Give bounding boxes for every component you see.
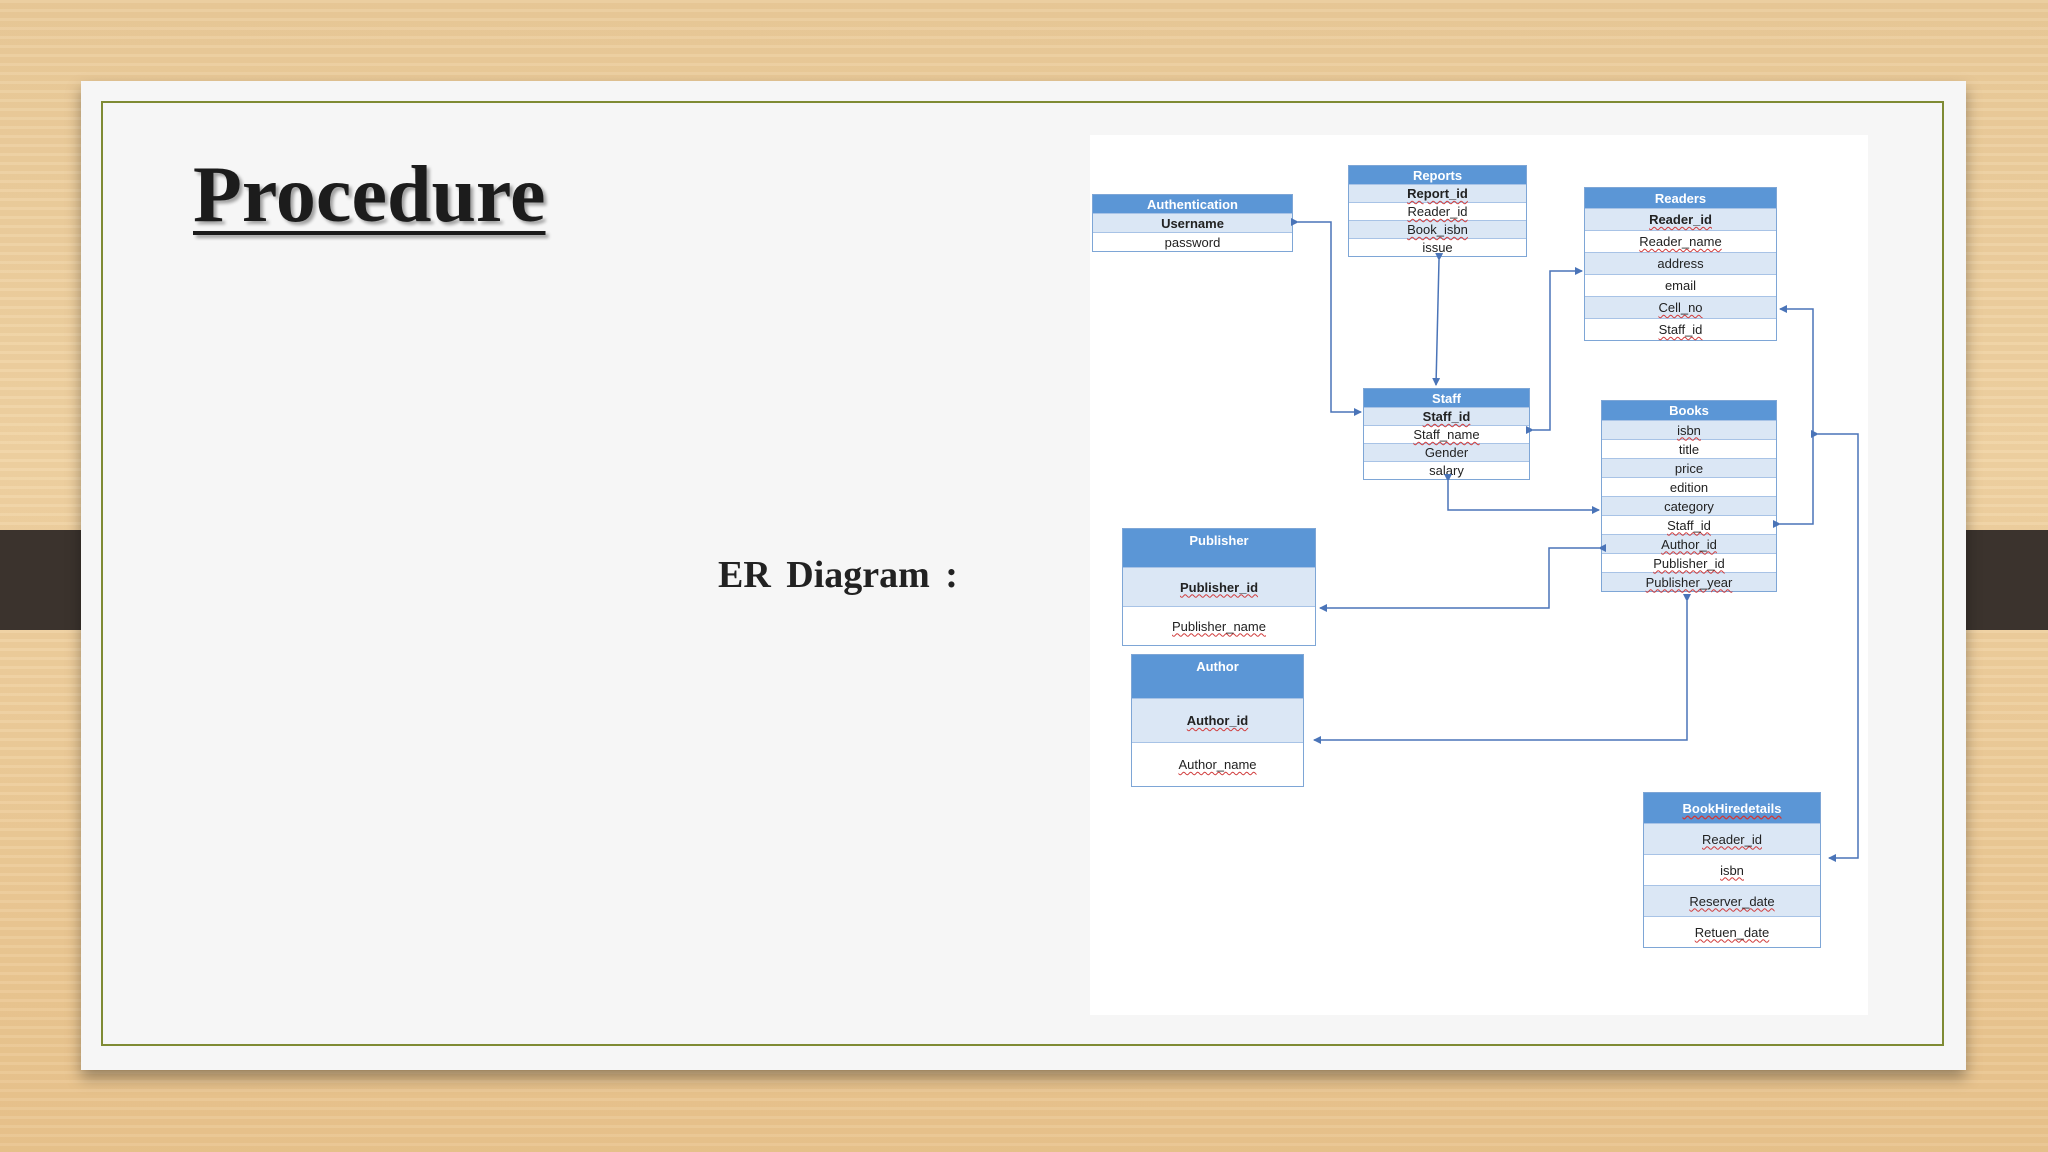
entity-attribute: Reserver_date xyxy=(1644,885,1820,916)
link-books-author xyxy=(1313,594,1691,744)
entity-attribute: Book_isbn xyxy=(1349,220,1526,238)
entity-publisher: Publisher Publisher_id Publisher_name xyxy=(1122,528,1316,646)
entity-attribute: issue xyxy=(1349,238,1526,256)
link-staff-readers xyxy=(1526,267,1583,434)
entity-staff: Staff Staff_id Staff_name Gender salary xyxy=(1363,388,1530,480)
slide-frame xyxy=(101,101,1944,1046)
entity-attribute: price xyxy=(1602,458,1776,477)
entity-attribute: address xyxy=(1585,252,1776,274)
entity-header: Publisher xyxy=(1123,529,1315,567)
entity-attribute: Retuen_date xyxy=(1644,916,1820,947)
entity-attribute: Publisher_name xyxy=(1123,606,1315,645)
entity-attribute: Author_name xyxy=(1132,742,1303,786)
link-books-staff xyxy=(1444,474,1600,514)
entity-attribute: Reader_id xyxy=(1585,208,1776,230)
entity-header: Reports xyxy=(1349,166,1526,184)
link-books-publisher xyxy=(1319,544,1606,612)
entity-authentication: Authentication Username password xyxy=(1092,194,1293,252)
entity-author: Author Author_id Author_name xyxy=(1131,654,1304,787)
entity-attribute: Publisher_id xyxy=(1123,567,1315,606)
entity-attribute: Username xyxy=(1093,213,1292,232)
entity-attribute: password xyxy=(1093,232,1292,251)
link-books-readers xyxy=(1773,305,1814,528)
entity-header: Author xyxy=(1132,655,1303,698)
entity-attribute: edition xyxy=(1602,477,1776,496)
entity-reports: Reports Report_id Reader_id Book_isbn is… xyxy=(1348,165,1527,257)
entity-attribute: Staff_id xyxy=(1602,515,1776,534)
entity-attribute: Reader_id xyxy=(1644,823,1820,854)
entity-attribute: Author_id xyxy=(1132,698,1303,742)
entity-attribute: Reader_name xyxy=(1585,230,1776,252)
slide-title: Procedure xyxy=(193,151,546,239)
entity-attribute: isbn xyxy=(1602,420,1776,439)
er-diagram-label: ER Diagram : xyxy=(718,554,958,596)
link-staff-authentication xyxy=(1291,218,1362,416)
entity-header: BookHiredetails xyxy=(1644,793,1820,823)
entity-attribute: Publisher_year xyxy=(1602,572,1776,591)
entity-readers: Readers Reader_id Reader_name address em… xyxy=(1584,187,1777,341)
entity-attribute: category xyxy=(1602,496,1776,515)
entity-attribute: title xyxy=(1602,439,1776,458)
entity-header: Staff xyxy=(1364,389,1529,407)
link-staff-reports xyxy=(1432,252,1444,386)
entity-attribute: Staff_id xyxy=(1585,318,1776,340)
entity-attribute: email xyxy=(1585,274,1776,296)
entity-attribute: Publisher_id xyxy=(1602,553,1776,572)
entity-header: Books xyxy=(1602,401,1776,420)
entity-books: Books isbn title price edition category … xyxy=(1601,400,1777,592)
entity-header: Authentication xyxy=(1093,195,1292,213)
entity-attribute: Report_id xyxy=(1349,184,1526,202)
link-books-bookhiredetails xyxy=(1811,430,1859,862)
entity-attribute: Staff_name xyxy=(1364,425,1529,443)
entity-bookhiredetails: BookHiredetails Reader_id isbn Reserver_… xyxy=(1643,792,1821,948)
entity-attribute: Author_id xyxy=(1602,534,1776,553)
entity-header: Readers xyxy=(1585,188,1776,208)
entity-attribute: Reader_id xyxy=(1349,202,1526,220)
entity-attribute: Cell_no xyxy=(1585,296,1776,318)
entity-attribute: Gender xyxy=(1364,443,1529,461)
entity-attribute: Staff_id xyxy=(1364,407,1529,425)
entity-attribute: isbn xyxy=(1644,854,1820,885)
